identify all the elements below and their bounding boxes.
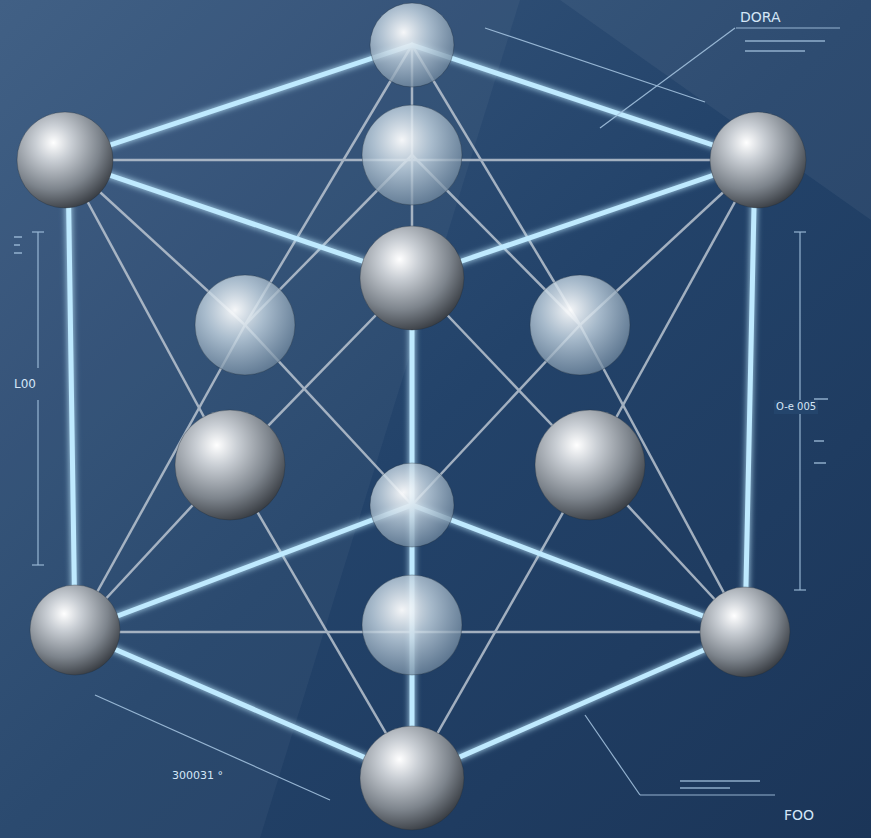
annotation-label: O-e 005 <box>774 400 818 414</box>
annotation-label: FOO <box>782 806 816 825</box>
annotation-label: DORA <box>738 8 783 27</box>
annotation-label: L00 <box>12 376 38 392</box>
annotation-label: 300031 ° <box>170 768 225 783</box>
